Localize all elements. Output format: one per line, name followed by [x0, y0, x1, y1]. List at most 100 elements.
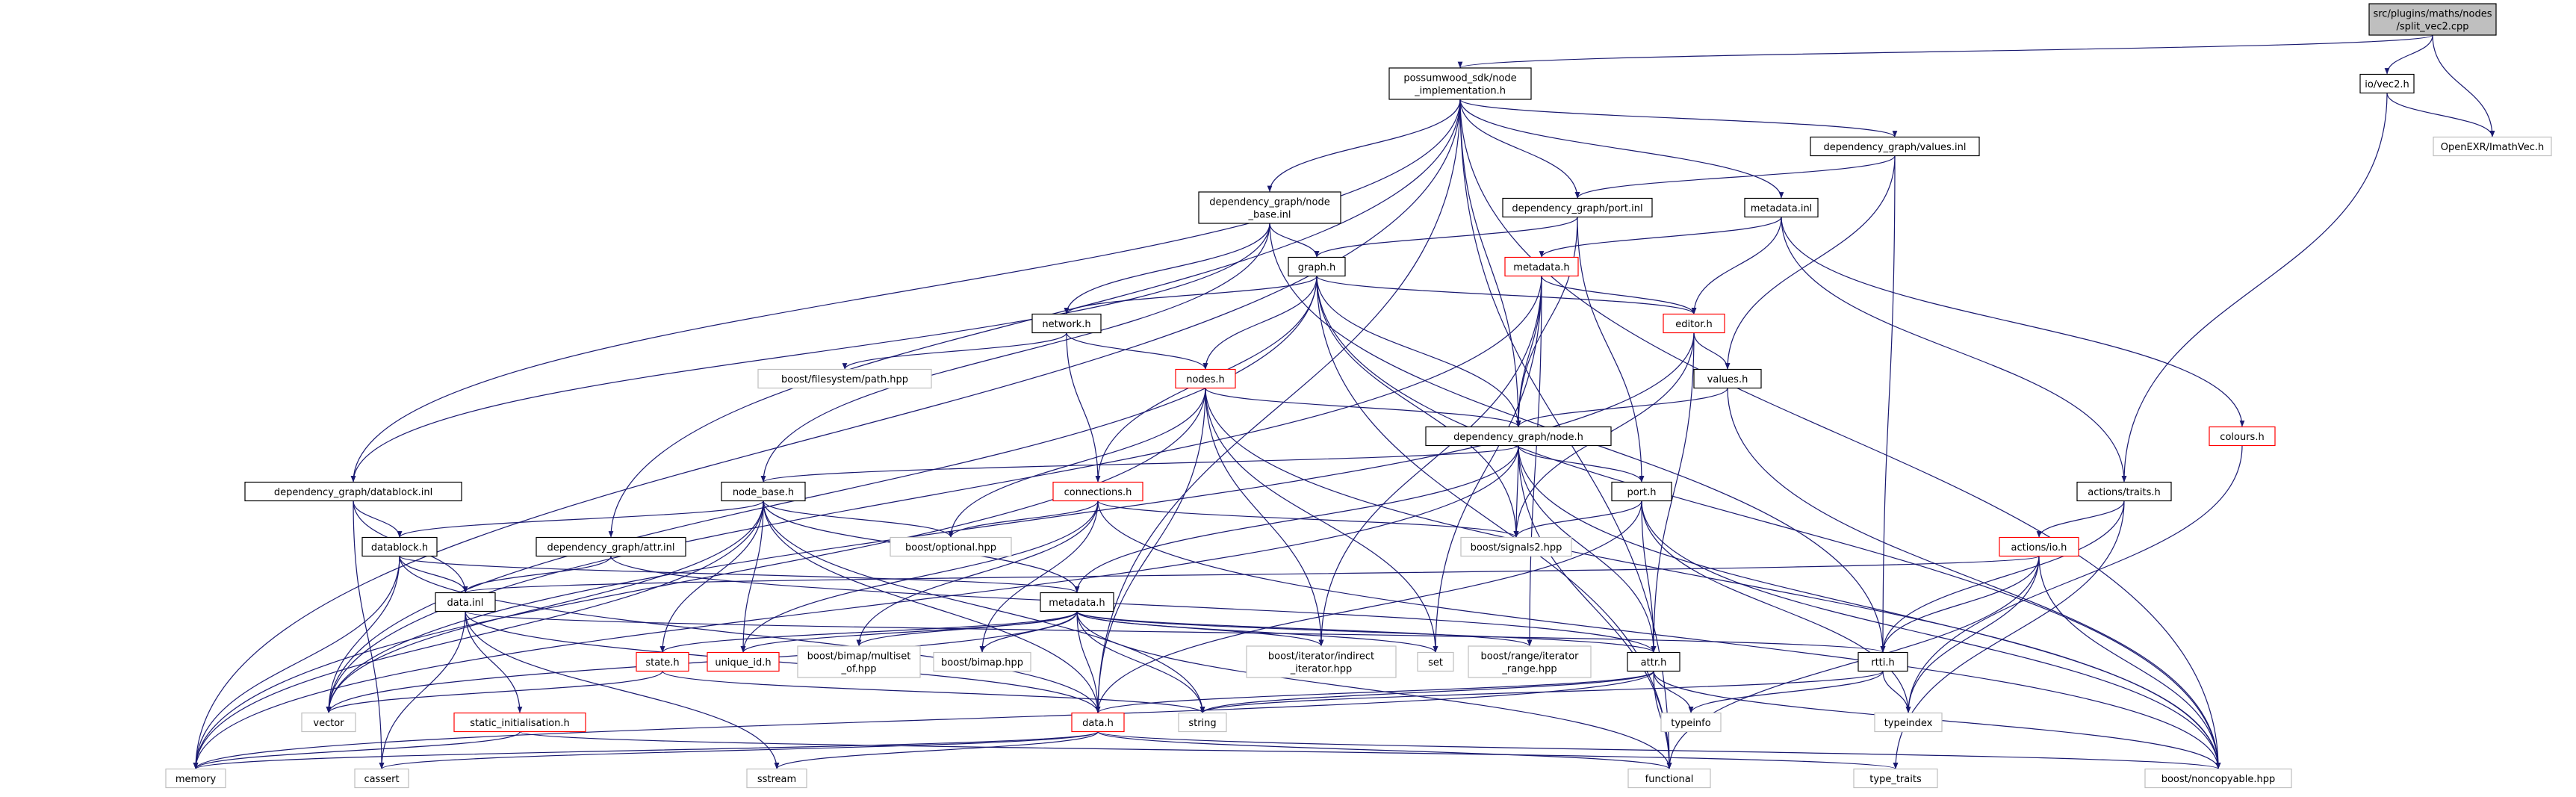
node-label: string: [1188, 718, 1216, 729]
node-nodebaseh[interactable]: node_base.h: [721, 481, 806, 502]
node-attrh[interactable]: attr.h: [1627, 651, 1680, 672]
node-metadatah[interactable]: metadata.h: [1040, 592, 1114, 613]
node-editor[interactable]: editor.h: [1663, 313, 1725, 334]
node-sstream[interactable]: sstream: [746, 768, 807, 789]
node-box: [797, 645, 921, 678]
node-box: [757, 368, 932, 389]
edge-metadatah-to-set: [1076, 611, 1438, 653]
node-label: boost/range/iterator: [1480, 651, 1579, 663]
node-label: data.h: [1082, 718, 1114, 729]
node-box: [1175, 368, 1236, 389]
edge-nodebaseh-to-state: [659, 500, 764, 653]
node-optional[interactable]: boost/optional.hpp: [890, 536, 1012, 557]
node-multiset[interactable]: boost/bimap/multiset_of.hpp: [797, 645, 921, 678]
node-values[interactable]: values.h: [1693, 368, 1762, 389]
node-label: boost/noncopyable.hpp: [2161, 774, 2276, 785]
node-bfs[interactable]: boost/filesystem/path.hpp: [757, 368, 932, 389]
node-label: boost/bimap.hpp: [941, 657, 1023, 669]
node-portinl[interactable]: dependency_graph/port.inl: [1502, 197, 1653, 218]
node-signals2[interactable]: boost/signals2.hpp: [1460, 536, 1572, 557]
node-functional[interactable]: functional: [1627, 768, 1711, 789]
node-label: dependency_graph/values.inl: [1824, 142, 1967, 153]
node-nodebaseinl[interactable]: dependency_graph/node_base.inl: [1198, 191, 1341, 224]
edge-values-to-noncopyable: [1727, 388, 2221, 769]
node-valuesinl[interactable]: dependency_graph/values.inl: [1810, 136, 1980, 157]
node-bimap[interactable]: boost/bimap.hpp: [933, 651, 1031, 672]
node-indirect[interactable]: boost/iterator/indirect_iterator.hpp: [1246, 645, 1397, 678]
edge-editor-to-vector: [326, 332, 1695, 713]
node-box: [1627, 768, 1711, 789]
edge-network-to-bfs: [842, 332, 1067, 370]
node-box: [1999, 536, 2079, 557]
edge-portinl-to-port: [1577, 217, 1645, 483]
node-datah[interactable]: data.h: [1071, 712, 1125, 733]
node-attrinl[interactable]: dependency_graph/attr.inl: [536, 536, 686, 557]
node-metadatainl[interactable]: metadata.inl: [1744, 197, 1819, 218]
node-box: [1031, 313, 1102, 334]
node-label: type_traits: [1869, 774, 1922, 785]
edge-nodeh-to-signals2: [1513, 445, 1519, 538]
node-vector[interactable]: vector: [301, 712, 356, 733]
node-box: [2433, 136, 2552, 157]
node-box: [1810, 136, 1980, 157]
node-metadatah_r[interactable]: metadata.h: [1504, 256, 1579, 277]
node-datablockinl[interactable]: dependency_graph/datablock.inl: [244, 481, 462, 502]
node-root[interactable]: src/plugins/maths/nodes/split_vec2.cpp: [2368, 3, 2497, 36]
node-colours[interactable]: colours.h: [2209, 426, 2276, 447]
node-typetraits[interactable]: type_traits: [1853, 768, 1938, 789]
edge-nodeh-to-attrh: [1518, 445, 1657, 653]
node-rtti[interactable]: rtti.h: [1857, 651, 1908, 672]
edge-datablock-to-datainl: [399, 556, 468, 593]
node-actionsio[interactable]: actions/io.h: [1999, 536, 2079, 557]
node-port[interactable]: port.h: [1611, 481, 1672, 502]
node-label: dependency_graph/node.h: [1453, 432, 1583, 443]
edge-nodebaseinl-to-nodebaseh: [760, 223, 1270, 483]
node-box: [1425, 426, 1612, 447]
node-connections[interactable]: connections.h: [1052, 481, 1143, 502]
node-box: [1663, 313, 1725, 334]
node-staticinit[interactable]: static_initialisation.h: [453, 712, 586, 733]
edge-rtti-to-string: [1199, 670, 1884, 714]
node-nodeimpl[interactable]: possumwood_sdk/node_implementation.h: [1388, 67, 1532, 100]
node-datainl[interactable]: data.inl: [435, 592, 496, 613]
node-typeinfo[interactable]: typeinfo: [1660, 712, 1722, 733]
edge-datablockinl-to-cassert: [353, 500, 385, 769]
node-datablock[interactable]: datablock.h: [361, 536, 438, 557]
node-box: [1178, 712, 1227, 733]
node-label: metadata.h: [1513, 262, 1569, 273]
node-state[interactable]: state.h: [636, 651, 689, 672]
node-range[interactable]: boost/range/iterator_range.hpp: [1468, 645, 1592, 678]
node-imath[interactable]: OpenEXR/ImathVec.h: [2433, 136, 2552, 157]
node-string[interactable]: string: [1178, 712, 1227, 733]
edge-actionsio-to-rtti: [1880, 556, 2040, 653]
node-label: graph.h: [1298, 262, 1335, 273]
node-noncopyable[interactable]: boost/noncopyable.hpp: [2144, 768, 2292, 789]
node-vec2[interactable]: io/vec2.h: [2359, 73, 2415, 94]
node-label: memory: [176, 774, 217, 785]
edge-metadatah_r-to-range: [1527, 276, 1542, 647]
node-box: [244, 481, 462, 502]
node-memory[interactable]: memory: [165, 768, 226, 789]
edge-metadatah_r-to-set: [1433, 276, 1542, 653]
node-label: static_initialisation.h: [470, 718, 570, 729]
node-cassert[interactable]: cassert: [354, 768, 409, 789]
node-nodes[interactable]: nodes.h: [1175, 368, 1236, 389]
node-typeindex[interactable]: typeindex: [1874, 712, 1943, 733]
edge-nodes-to-datah: [1095, 388, 1206, 713]
node-graph[interactable]: graph.h: [1288, 256, 1346, 277]
node-uniqueid[interactable]: unique_id.h: [707, 651, 780, 672]
node-label: _iterator.hpp: [1290, 664, 1353, 675]
node-box: [1660, 712, 1722, 733]
node-box: [1611, 481, 1672, 502]
node-box: [435, 592, 496, 613]
node-set[interactable]: set: [1417, 651, 1454, 672]
edge-actionsio-to-noncopyable: [2038, 556, 2221, 769]
node-network[interactable]: network.h: [1031, 313, 1102, 334]
node-label: typeinfo: [1671, 718, 1710, 729]
node-nodeh[interactable]: dependency_graph/node.h: [1425, 426, 1612, 447]
node-box: [453, 712, 586, 733]
node-traits[interactable]: actions/traits.h: [2076, 481, 2172, 502]
edge-metadatah_r-to-nodeh: [1515, 276, 1542, 427]
edge-root-to-imath: [2432, 34, 2495, 137]
edge-datah-to-cassert: [379, 731, 1099, 770]
